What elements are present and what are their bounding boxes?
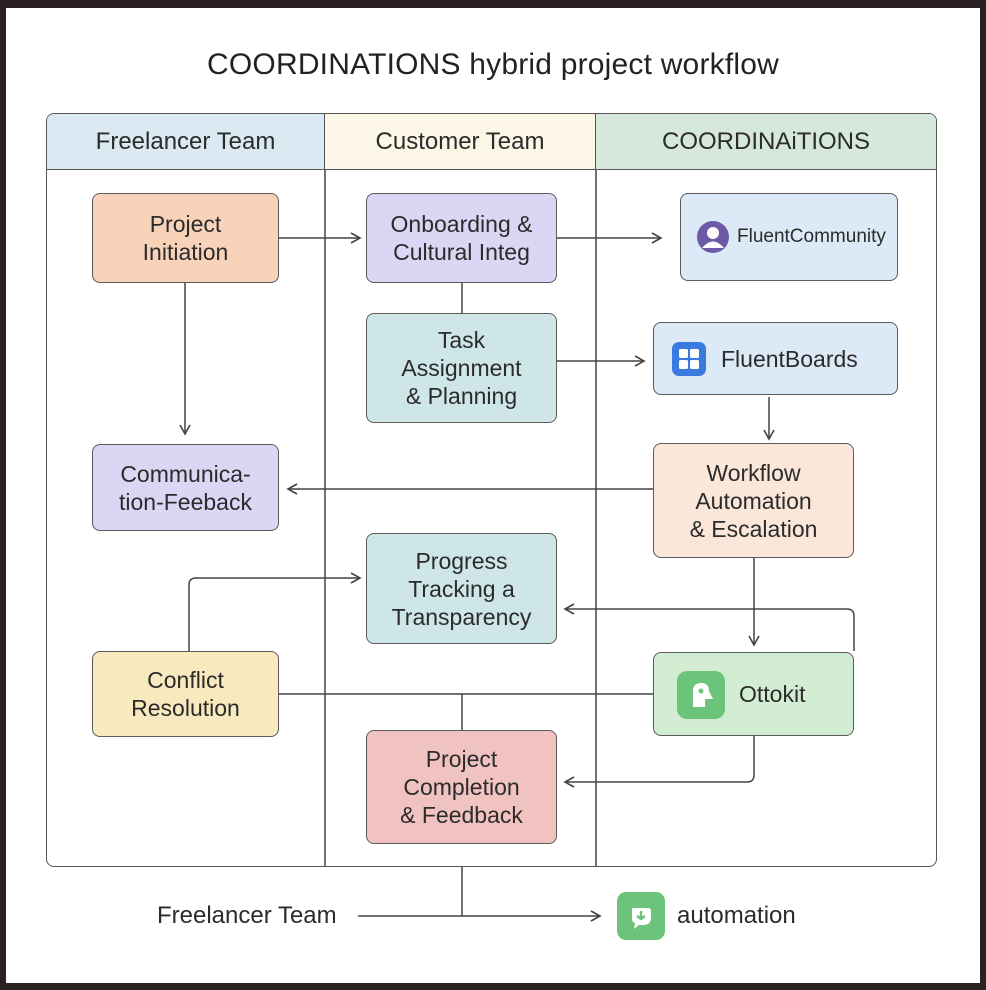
tool-fluent-boards: FluentBoards bbox=[653, 322, 898, 395]
tool-label-fluent-boards: FluentBoards bbox=[721, 346, 858, 372]
node-task-assignment: Task Assignment & Planning bbox=[366, 313, 557, 423]
tool-ottokit: Ottokit bbox=[653, 652, 854, 736]
node-progress-tracking: Progress Tracking a Transparency bbox=[366, 533, 557, 644]
user-avatar-icon bbox=[696, 220, 730, 254]
node-conflict-resolution: Conflict Resolution bbox=[92, 651, 279, 737]
lane-header-customer: Customer Team bbox=[325, 114, 596, 170]
tool-label-fluent-community: FluentCommunity bbox=[737, 226, 886, 247]
node-communication-feedback: Communica- tion-Feeback bbox=[92, 444, 279, 531]
node-onboarding-cultural-integ: Onboarding & Cultural Integ bbox=[366, 193, 557, 283]
footer-automation-label: automation bbox=[677, 902, 796, 929]
ottokit-logo-icon bbox=[677, 671, 725, 719]
arrow-ottokit-to-completion bbox=[563, 736, 755, 788]
tool-fluent-community: FluentCommunity bbox=[680, 193, 898, 281]
node-workflow-automation: Workflow Automation & Escalation bbox=[653, 443, 854, 558]
lane-header-freelancer: Freelancer Team bbox=[47, 114, 325, 170]
node-project-completion: Project Completion & Feedback bbox=[366, 730, 557, 844]
arrow-conflict-to-progress bbox=[188, 572, 362, 651]
footer-freelancer-team-label: Freelancer Team bbox=[157, 902, 337, 929]
tool-label-ottokit: Ottokit bbox=[739, 681, 806, 707]
arrow-ottokit-to-progress bbox=[563, 603, 855, 651]
grid-board-icon bbox=[672, 342, 706, 376]
swimlane-frame bbox=[46, 113, 937, 867]
node-project-initiation: Project Initiation bbox=[92, 193, 279, 283]
diagram-title: COORDINATIONS hybrid project workflow bbox=[207, 48, 779, 81]
lane-header-coordinations: COORDINAiTIONS bbox=[596, 114, 936, 170]
automation-logo-icon bbox=[617, 892, 665, 940]
